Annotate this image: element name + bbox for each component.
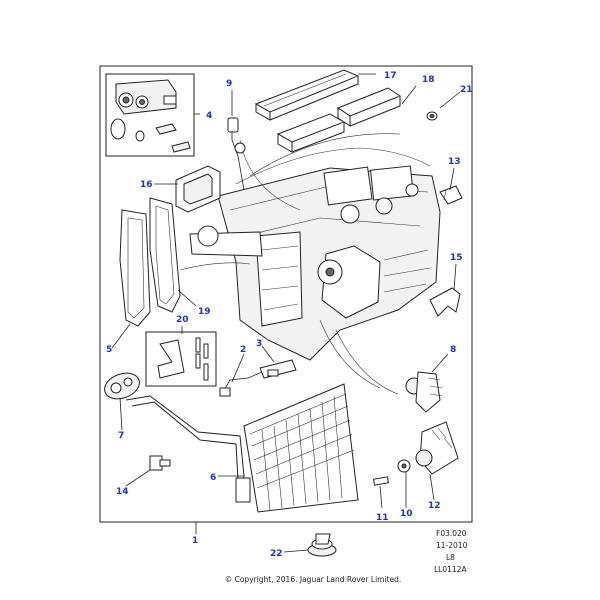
callout-18: 18 bbox=[422, 75, 435, 85]
callout-14: 14 bbox=[116, 487, 129, 497]
callout-10: 10 bbox=[400, 509, 413, 519]
part-9-sensor bbox=[227, 117, 246, 191]
callout-1: 1 bbox=[192, 536, 198, 546]
part-20-bracket bbox=[157, 337, 209, 381]
part-17-18-ducts bbox=[254, 69, 402, 153]
callout-22: 22 bbox=[270, 549, 283, 559]
copyright-text: © Copyright, 2016. Jaguar Land Rover Lim… bbox=[225, 575, 402, 584]
part-5-19-gaskets bbox=[119, 197, 181, 327]
expansion-valve-drawing bbox=[110, 79, 191, 153]
part-15-bracket bbox=[429, 287, 461, 317]
part-2-3-harness bbox=[219, 359, 297, 397]
callout-4: 4 bbox=[206, 111, 212, 121]
heater-housing-drawing bbox=[179, 133, 441, 395]
callout-11: 11 bbox=[376, 513, 389, 523]
callout-8: 8 bbox=[450, 345, 456, 355]
part-12-actuator bbox=[415, 421, 459, 475]
callout-9: 9 bbox=[226, 79, 232, 89]
ref-date: 11-2010 bbox=[436, 541, 468, 550]
part-21-plug bbox=[426, 111, 438, 121]
callout-15: 15 bbox=[450, 253, 463, 263]
part-16-seal bbox=[175, 165, 221, 213]
part-8-actuator bbox=[405, 371, 443, 413]
part-13-clip bbox=[439, 185, 463, 205]
diagram-frame bbox=[99, 65, 473, 523]
callout-16: 16 bbox=[140, 180, 153, 190]
callout-17: 17 bbox=[384, 71, 397, 81]
reference-block: F03.020 11-2010 L8 LL0112A bbox=[434, 529, 468, 574]
part-10-11-fasteners bbox=[373, 459, 411, 486]
ref-number: F03.020 bbox=[436, 529, 467, 538]
callout-3: 3 bbox=[256, 339, 262, 349]
leader-lines bbox=[111, 73, 461, 553]
ref-code: LL0112A bbox=[434, 565, 467, 574]
callout-7: 7 bbox=[118, 431, 124, 441]
callout-6: 6 bbox=[210, 473, 216, 483]
callout-2: 2 bbox=[240, 345, 246, 355]
callout-21: 21 bbox=[460, 85, 473, 95]
callout-20: 20 bbox=[176, 315, 189, 325]
callout-5: 5 bbox=[106, 345, 112, 355]
part-7-grommet bbox=[104, 372, 140, 400]
part-22-grommet bbox=[307, 533, 337, 557]
callout-19: 19 bbox=[198, 307, 211, 317]
callout-12: 12 bbox=[428, 501, 441, 511]
ref-model: L8 bbox=[446, 553, 455, 562]
part-6-heater-core bbox=[125, 383, 359, 513]
callout-labels: 1 2 3 4 5 6 7 8 9 10 11 12 13 14 15 16 1… bbox=[106, 71, 473, 559]
part-14-screw bbox=[149, 455, 171, 471]
callout-13: 13 bbox=[448, 157, 461, 167]
